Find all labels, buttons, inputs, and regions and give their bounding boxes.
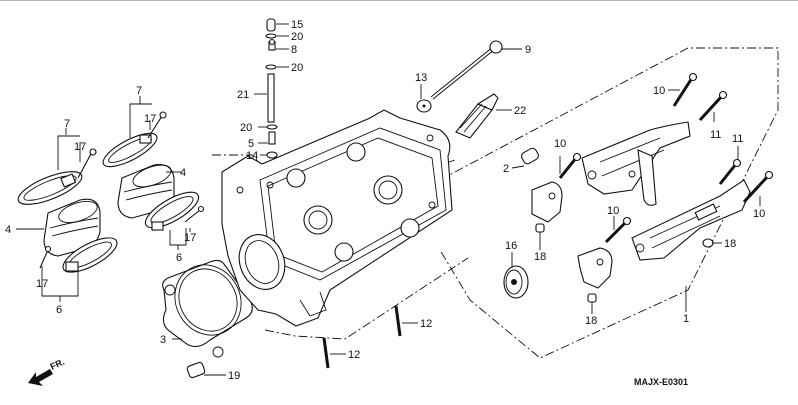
callout-3[interactable]: 3 xyxy=(160,334,166,346)
intake-clamp-left-upper xyxy=(17,171,83,205)
callout-19[interactable]: 19 xyxy=(228,370,240,382)
arrow-left-icon xyxy=(28,369,53,386)
stud-12-a xyxy=(394,305,402,337)
callout-20[interactable]: 20 xyxy=(291,31,303,43)
callout-4[interactable]: 4 xyxy=(180,167,186,179)
bolt-17-b xyxy=(147,115,163,139)
collar-2 xyxy=(520,147,540,165)
top-border xyxy=(0,0,798,1)
callout-18[interactable]: 18 xyxy=(534,251,546,263)
callout-15[interactable]: 15 xyxy=(291,19,303,31)
callout-4[interactable]: 4 xyxy=(5,224,11,236)
dowel-18-c xyxy=(702,238,714,248)
spark-plug xyxy=(455,93,499,139)
callout-10[interactable]: 10 xyxy=(753,208,765,220)
assembly-boundary-head-bottom xyxy=(264,257,469,340)
callout-17[interactable]: 17 xyxy=(36,278,48,290)
dowel-pin xyxy=(186,361,206,379)
callout-20[interactable]: 20 xyxy=(240,122,252,134)
callout-20[interactable]: 20 xyxy=(291,62,303,74)
callout-12[interactable]: 12 xyxy=(348,349,360,361)
callout-18[interactable]: 18 xyxy=(585,315,597,327)
front-label: FR. xyxy=(49,357,66,372)
bolt-17-a xyxy=(77,151,93,179)
callout-16[interactable]: 16 xyxy=(505,240,517,252)
rocker-cap-upper xyxy=(531,181,563,223)
oil-pipe-assembly xyxy=(265,18,278,159)
callout-9[interactable]: 9 xyxy=(525,44,531,56)
callout-labels: 15 20 8 20 21 20 5 14 9 13 22 7 17 7 17 … xyxy=(5,19,765,382)
callout-7[interactable]: 7 xyxy=(136,85,142,97)
callout-6[interactable]: 6 xyxy=(56,304,62,316)
bolt-17-c xyxy=(39,249,49,269)
diagram-code: MAJX-E0301 xyxy=(634,377,688,387)
stud-12-b xyxy=(322,337,330,369)
callout-10[interactable]: 10 xyxy=(607,205,619,217)
cylinder-head xyxy=(221,109,453,327)
sealing-washer xyxy=(416,99,432,113)
rocker-cap-lower xyxy=(577,247,613,289)
callout-12[interactable]: 12 xyxy=(420,318,432,330)
leader-lines xyxy=(16,23,761,376)
callout-22[interactable]: 22 xyxy=(514,105,526,117)
head-gasket xyxy=(162,259,253,358)
head-bolt xyxy=(430,40,503,100)
callout-1[interactable]: 1 xyxy=(683,313,689,325)
intake-clamp-mid-upper xyxy=(102,132,158,168)
rocker-bolts xyxy=(558,72,774,244)
bolt-17-d xyxy=(184,209,201,223)
callout-17[interactable]: 17 xyxy=(144,113,156,125)
callout-10[interactable]: 10 xyxy=(554,138,566,150)
callout-8[interactable]: 8 xyxy=(291,44,297,56)
rocker-arm-holder-upper xyxy=(581,121,691,206)
front-direction-indicator: FR. xyxy=(28,357,66,386)
intake-clamp-left-lower xyxy=(62,237,118,273)
callout-10[interactable]: 10 xyxy=(653,85,665,97)
callout-14[interactable]: 14 xyxy=(246,150,258,162)
callout-11[interactable]: 11 xyxy=(732,133,743,145)
callout-13[interactable]: 13 xyxy=(415,72,427,84)
callout-5[interactable]: 5 xyxy=(248,138,254,150)
callout-17[interactable]: 17 xyxy=(74,141,86,153)
callout-17[interactable]: 17 xyxy=(184,232,196,244)
rocker-arm-holder-lower xyxy=(631,179,751,261)
callout-6[interactable]: 6 xyxy=(176,252,182,264)
cam-sprocket xyxy=(503,265,529,299)
intake-clamp-mid-lower xyxy=(144,191,200,231)
dowel-18-b xyxy=(587,293,597,303)
callout-7[interactable]: 7 xyxy=(64,118,70,130)
callout-11[interactable]: 11 xyxy=(710,129,721,141)
dowel-18-a xyxy=(535,223,545,233)
callout-2[interactable]: 2 xyxy=(503,163,509,175)
callout-21[interactable]: 21 xyxy=(237,89,249,101)
callout-18[interactable]: 18 xyxy=(724,238,736,250)
